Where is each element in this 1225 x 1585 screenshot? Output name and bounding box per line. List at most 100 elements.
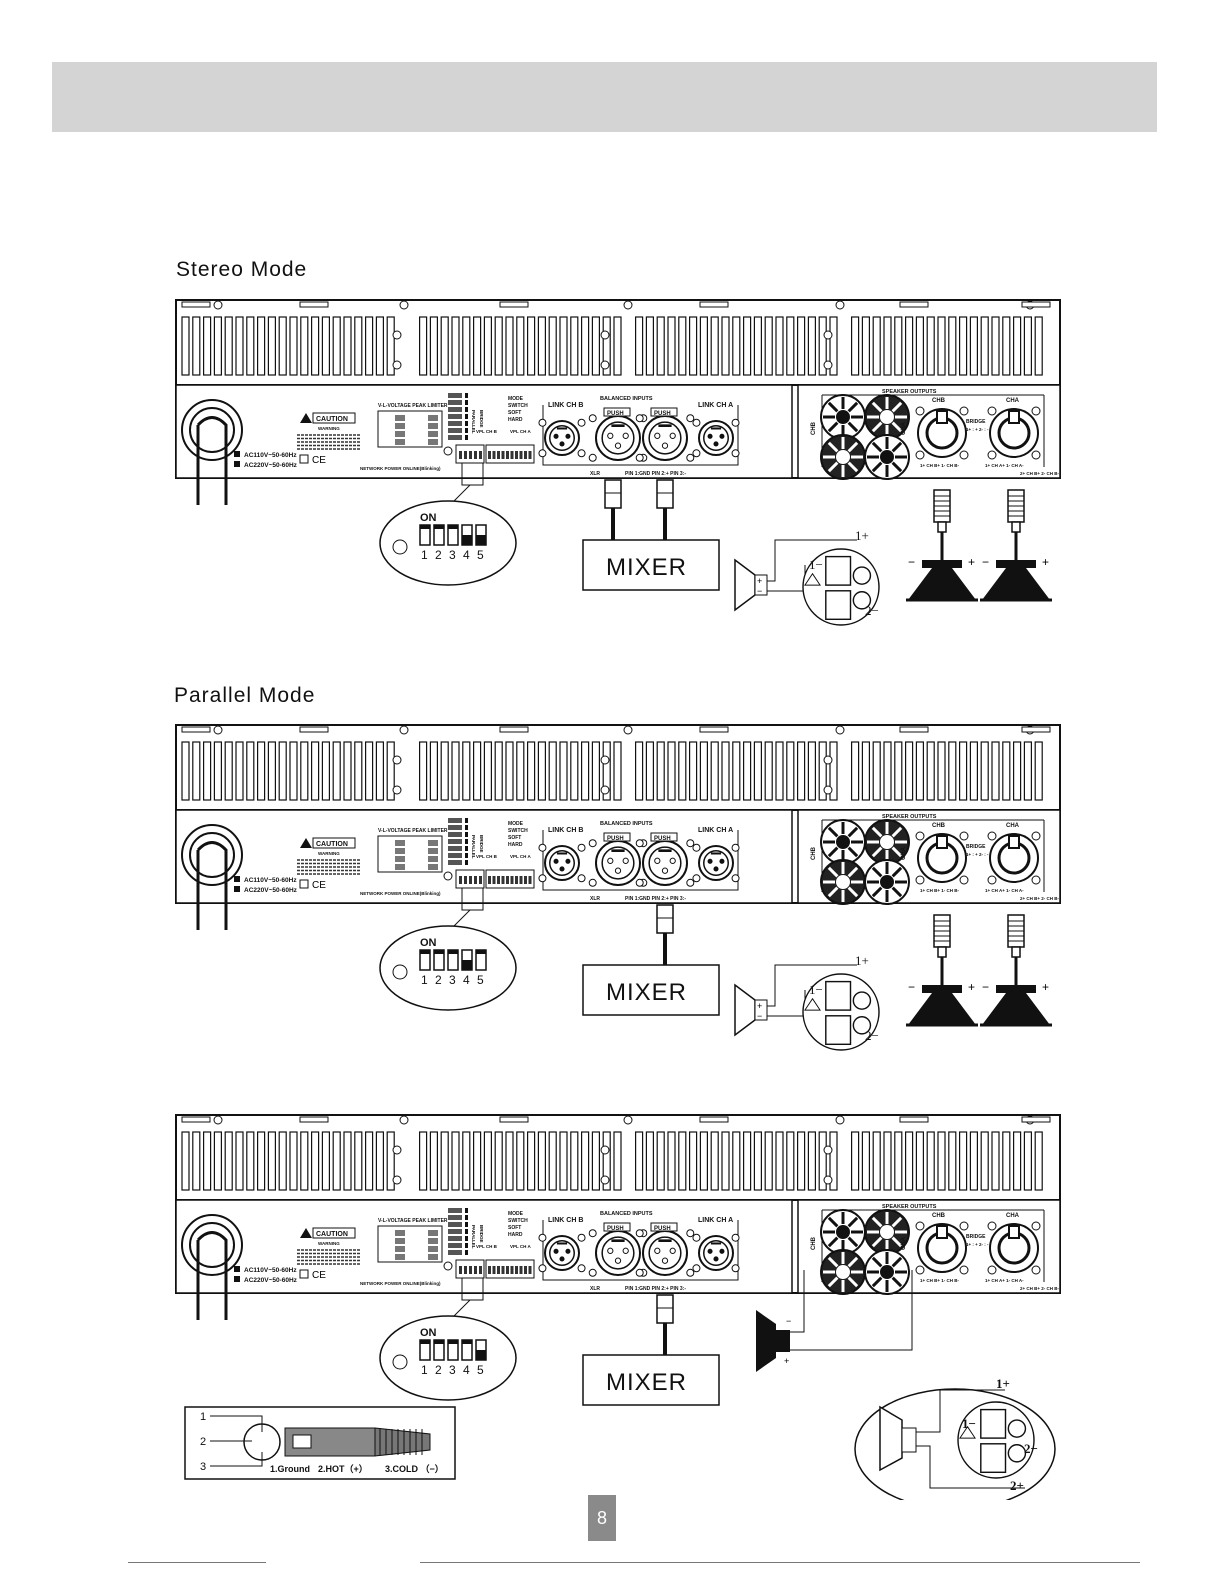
dip-on-label: ON: [420, 1327, 437, 1339]
ac220-label: AC220V~50-60Hz: [244, 887, 298, 894]
xlr-label: XLR: [590, 896, 600, 902]
cha-post-label: CHA: [901, 421, 907, 435]
chb-speakon-label: CHB: [932, 823, 946, 829]
push-label-a: PUSH: [654, 411, 671, 417]
speakon-pin-callout: [802, 548, 880, 626]
screw: [213, 725, 223, 735]
plus-sign: +: [968, 980, 975, 994]
dip-number-1: 1: [421, 973, 428, 987]
minus-sign: −: [908, 980, 915, 994]
speaker-outputs-label: SPEAKER OUTPUTS: [882, 389, 937, 395]
binding-post-chb-neg: [820, 394, 866, 440]
dip-number-1: 1: [421, 548, 428, 562]
ac110-label: AC110V~50-60Hz: [244, 1267, 297, 1274]
caution-label: CAUTION: [316, 841, 348, 848]
mode-label: MODE: [508, 1211, 524, 1217]
link-chb-label: LINK CH B: [548, 1217, 583, 1224]
bridge-out-label: BRIDGE: [966, 1234, 986, 1240]
weee-icon: [299, 454, 309, 464]
power-cord: [196, 841, 228, 930]
diagram-svg: AC110V~50-60HzAC220V~50-60HzCAUTIONWARNI…: [175, 299, 1061, 626]
binding-post-chb-neg: [820, 1209, 866, 1255]
bridge-pin-1-plus: 1+: [996, 1376, 1010, 1391]
bridge-woofer: −+: [756, 1270, 913, 1372]
hard-label: HARD: [508, 842, 523, 848]
screw: [600, 330, 610, 340]
limiter-label: V-L-VOLTAGE PEAK LIMITER: [378, 828, 448, 834]
warning-icon: [300, 413, 312, 423]
network-label: NETWORK POWER ONLINE(Blinking): [360, 1281, 441, 1286]
dip-number-2: 2: [435, 973, 442, 987]
bridge-pin-1-minus: 1−: [962, 1416, 976, 1431]
footer-rule-left: [128, 1562, 266, 1563]
footer-rule-right: [420, 1562, 1140, 1563]
header-band: [52, 62, 1157, 132]
speakon-chb-connector: [915, 1221, 969, 1275]
mixer-label: MIXER: [606, 554, 687, 581]
woofer-cha: −+: [980, 489, 1052, 602]
screw: [392, 330, 402, 340]
vpl-chb-label: VPL CH B: [476, 429, 498, 434]
cha-speakon-label: CHA: [1006, 1213, 1020, 1219]
binding-post-cha-neg: [864, 434, 910, 480]
xlr-ground-text: 1.Ground: [270, 1464, 310, 1474]
screw: [399, 1115, 409, 1125]
woofer-chb: −+: [906, 914, 978, 1027]
pin-1-plus-label: 1+: [855, 953, 869, 968]
weee-icon: [299, 1269, 309, 1279]
network-led: [443, 1261, 453, 1271]
svg-text:−: −: [786, 1316, 791, 1326]
page-number: 8: [588, 1495, 616, 1541]
screw: [823, 1145, 833, 1155]
bridge-label: BRIDGE: [479, 410, 484, 428]
push-label-a: PUSH: [654, 836, 671, 842]
amplifier-rear-panel: AC110V~50-60HzAC220V~50-60HzCAUTIONWARNI…: [175, 1114, 1061, 1320]
xlr-link-chb-connector: [538, 1233, 586, 1273]
xlr-plug: [656, 479, 674, 509]
pin-1-minus-label: 1−: [809, 557, 823, 572]
parallel-label: PARALLEL: [471, 1225, 476, 1249]
vpl-cha-label: VPL CH A: [510, 854, 532, 859]
network-label: NETWORK POWER ONLINE(Blinking): [360, 891, 441, 896]
network-led: [443, 871, 453, 881]
screw: [213, 300, 223, 310]
chb-speakon-label: CHB: [932, 1213, 946, 1219]
chb-post-label: CHB: [811, 421, 817, 435]
dip-number-5: 5: [477, 1363, 484, 1377]
screw: [823, 785, 833, 795]
warning-label: WARNING: [318, 1241, 340, 1246]
amplifier-rear-panel: AC110V~50-60HzAC220V~50-60HzCAUTIONWARNI…: [175, 299, 1061, 505]
hard-label: HARD: [508, 417, 523, 423]
screw: [600, 360, 610, 370]
xlr-link-cha-connector: [692, 1233, 740, 1273]
balanced-inputs-label: BALANCED INPUTS: [600, 396, 653, 402]
svg-text:+: +: [757, 576, 762, 586]
binding-post-cha-neg: [864, 859, 910, 905]
xlr-cold-text: 3.COLD （−）: [385, 1464, 444, 1474]
xlr-link-chb-connector: [538, 843, 586, 883]
bridge-pins-label: 1+ : + 2- : -: [966, 1242, 989, 1247]
speakon-cha-connector: [987, 406, 1041, 460]
push-label-b: PUSH: [607, 411, 624, 417]
screw: [623, 1115, 633, 1125]
limiter-label: V-L-VOLTAGE PEAK LIMITER: [378, 403, 448, 409]
cha-pins2-label: 2+ CH B+ 2- CH B-: [1020, 471, 1060, 476]
dip-callout-leader: [461, 463, 484, 486]
network-label: NETWORK POWER ONLINE(Blinking): [360, 466, 441, 471]
limiter-label: V-L-VOLTAGE PEAK LIMITER: [378, 1218, 448, 1224]
minus-sign: −: [982, 980, 989, 994]
speakon-cha-connector: [987, 1221, 1041, 1275]
woofer-cha: −+: [980, 914, 1052, 1027]
minus-sign: −: [908, 555, 915, 569]
dip-number-2: 2: [435, 1363, 442, 1377]
dip-on-label: ON: [420, 512, 437, 524]
ce-mark-icon: CE: [312, 455, 326, 466]
cha-post-label: CHA: [901, 846, 907, 860]
switch-label: SWITCH: [508, 828, 528, 834]
link-chb-label: LINK CH B: [548, 402, 583, 409]
mixer-box: [582, 1354, 720, 1406]
soft-label: SOFT: [508, 410, 521, 416]
cha-pins-label: 1+ CH A+ 1- CH A-: [985, 1278, 1024, 1283]
